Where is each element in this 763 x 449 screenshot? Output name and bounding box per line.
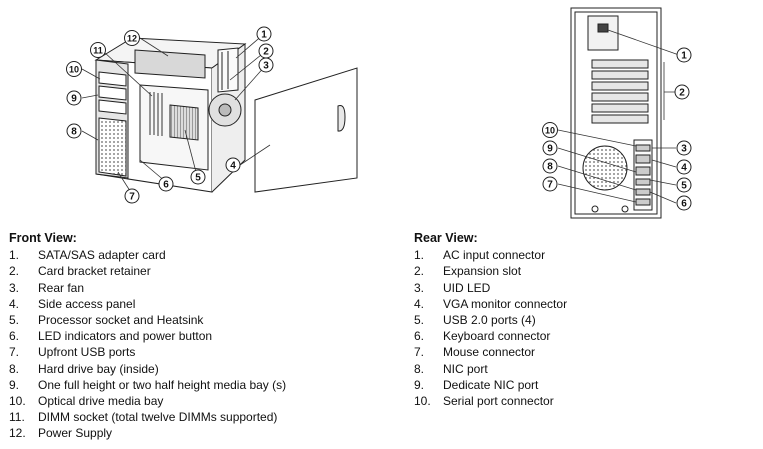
front-view-legend: Front View: 1.SATA/SAS adapter card 2.Ca… bbox=[9, 230, 286, 442]
svg-text:11: 11 bbox=[93, 46, 103, 56]
front-list-item: 6.LED indicators and power button bbox=[9, 329, 213, 344]
rear-callouts: 1 2 3 4 5 6 7 8 9 10 bbox=[542, 47, 692, 211]
svg-text:10: 10 bbox=[545, 126, 555, 136]
front-list-item: 2.Card bracket retainer bbox=[9, 264, 151, 279]
rear-view-illustration bbox=[557, 7, 680, 219]
rear-list-item: 4.VGA monitor connector bbox=[414, 296, 568, 311]
front-list-item: 3.Rear fan bbox=[9, 280, 85, 295]
rear-list-item: 9.Dedicate NIC port bbox=[414, 377, 539, 392]
front-callout-8: 8 bbox=[66, 123, 82, 139]
svg-text:4: 4 bbox=[681, 163, 687, 174]
rear-callout-4: 4 bbox=[676, 159, 692, 175]
rear-list-item: 7.Mouse connector bbox=[414, 345, 536, 360]
front-list-item: 7.Upfront USB ports bbox=[9, 345, 136, 360]
front-list-item: 4.Side access panel bbox=[9, 296, 136, 311]
svg-text:3: 3 bbox=[263, 61, 269, 72]
front-list-item: 9.One full height or two half height med… bbox=[9, 377, 287, 392]
svg-text:9: 9 bbox=[547, 144, 553, 155]
front-view-list: 1.SATA/SAS adapter card 2.Card bracket r… bbox=[9, 247, 286, 441]
svg-text:2: 2 bbox=[263, 47, 269, 58]
front-callout-9: 9 bbox=[66, 90, 82, 106]
svg-text:12: 12 bbox=[127, 34, 137, 44]
rear-callout-3: 3 bbox=[676, 140, 692, 156]
rear-view-legend: Rear View: 1.AC input connector 2.Expans… bbox=[414, 230, 567, 409]
rear-view-list: 1.AC input connector 2.Expansion slot 3.… bbox=[414, 247, 567, 409]
svg-text:1: 1 bbox=[261, 30, 267, 41]
front-callout-11: 11 bbox=[90, 42, 106, 58]
rear-callout-10: 10 bbox=[542, 122, 558, 138]
svg-text:9: 9 bbox=[71, 94, 77, 105]
rear-callout-7: 7 bbox=[542, 176, 558, 192]
svg-text:1: 1 bbox=[681, 51, 687, 62]
front-list-item: 11.DIMM socket (total twelve DIMMs suppo… bbox=[9, 410, 278, 425]
front-list-item: 10.Optical drive media bay bbox=[9, 394, 164, 409]
rear-list-item: 10.Serial port connector bbox=[414, 394, 554, 409]
front-callout-5: 5 bbox=[190, 169, 206, 185]
front-callout-12: 12 bbox=[124, 30, 140, 46]
svg-text:7: 7 bbox=[547, 180, 553, 191]
front-callouts: 1 2 3 4 5 6 7 8 9 10 11 12 bbox=[66, 26, 274, 204]
svg-text:8: 8 bbox=[547, 162, 553, 173]
front-callout-3: 3 bbox=[258, 57, 274, 73]
front-callout-1: 1 bbox=[256, 26, 272, 42]
rear-list-item: 2.Expansion slot bbox=[414, 264, 522, 279]
svg-text:2: 2 bbox=[679, 88, 685, 99]
rear-callout-2: 2 bbox=[674, 84, 690, 100]
front-list-item: 12.Power Supply bbox=[9, 426, 113, 441]
svg-text:4: 4 bbox=[230, 161, 236, 172]
svg-text:7: 7 bbox=[129, 192, 135, 203]
rear-list-item: 1.AC input connector bbox=[414, 248, 546, 263]
front-view-heading: Front View: bbox=[9, 231, 77, 245]
front-list-item: 1.SATA/SAS adapter card bbox=[9, 248, 166, 263]
rear-callout-9: 9 bbox=[542, 140, 558, 156]
front-callout-7: 7 bbox=[124, 188, 140, 204]
rear-callout-6: 6 bbox=[676, 195, 692, 211]
rear-list-item: 5.USB 2.0 ports (4) bbox=[414, 313, 536, 328]
front-callout-2: 2 bbox=[258, 43, 274, 59]
front-callout-6: 6 bbox=[158, 176, 174, 192]
front-callout-4: 4 bbox=[225, 157, 241, 173]
rear-callout-1: 1 bbox=[676, 47, 692, 63]
rear-list-item: 6.Keyboard connector bbox=[414, 329, 551, 344]
front-callout-10: 10 bbox=[66, 61, 82, 77]
server-diagram: 1 2 3 4 5 6 7 8 9 10 11 12 bbox=[66, 7, 692, 219]
svg-text:3: 3 bbox=[681, 144, 687, 155]
svg-text:10: 10 bbox=[69, 65, 79, 75]
front-list-item: 8.Hard drive bay (inside) bbox=[9, 361, 159, 376]
svg-text:6: 6 bbox=[681, 199, 687, 210]
svg-text:8: 8 bbox=[71, 127, 77, 138]
rear-callout-8: 8 bbox=[542, 158, 558, 174]
front-view-illustration bbox=[81, 33, 358, 195]
svg-text:5: 5 bbox=[195, 173, 201, 184]
rear-view-heading: Rear View: bbox=[414, 231, 478, 245]
front-list-item: 5.Processor socket and Heatsink bbox=[9, 313, 204, 328]
rear-list-item: 8.NIC port bbox=[414, 361, 488, 376]
rear-list-item: 3.UID LED bbox=[414, 280, 491, 295]
svg-text:5: 5 bbox=[681, 181, 687, 192]
rear-callout-5: 5 bbox=[676, 177, 692, 193]
svg-text:6: 6 bbox=[163, 180, 169, 191]
